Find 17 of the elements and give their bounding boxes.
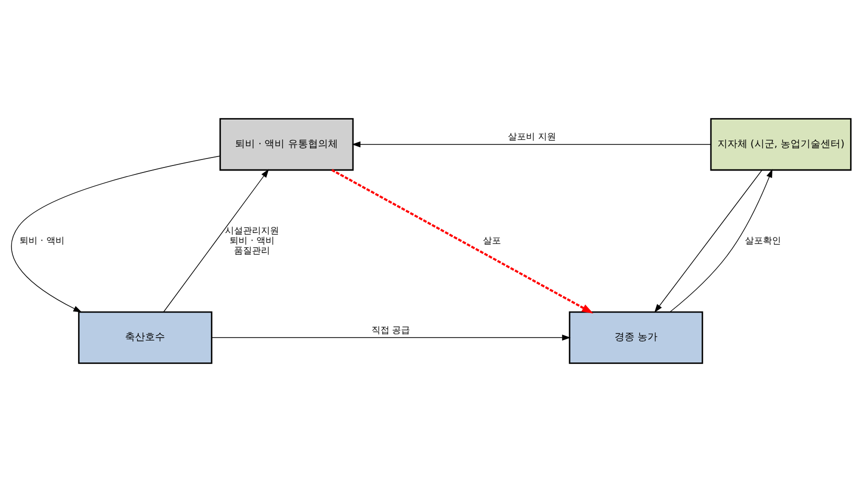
edge-label: 살포	[482, 234, 501, 245]
arrow	[331, 168, 594, 313]
node-box: 퇴비 · 액비 유통협의체	[219, 118, 354, 170]
node-box: 경종 농가	[568, 310, 704, 364]
edge-label: 살포확인	[745, 234, 782, 245]
edge-label: 직접 공급	[371, 324, 410, 334]
arrow	[670, 168, 772, 312]
arrow	[163, 168, 269, 312]
node-box: 축산호수	[78, 310, 212, 364]
edge-label: 퇴비 · 액비	[19, 234, 64, 246]
node-box: 지자체 (시군, 농업기술센터)	[710, 118, 852, 170]
edge-label: 시설관리지원 퇴비 · 액비 품질관리	[225, 224, 280, 256]
arrow	[211, 334, 571, 340]
arrow	[352, 140, 712, 147]
arrow	[654, 169, 762, 312]
arrow	[11, 155, 220, 312]
edge-label: 살포비 지원	[508, 131, 556, 142]
